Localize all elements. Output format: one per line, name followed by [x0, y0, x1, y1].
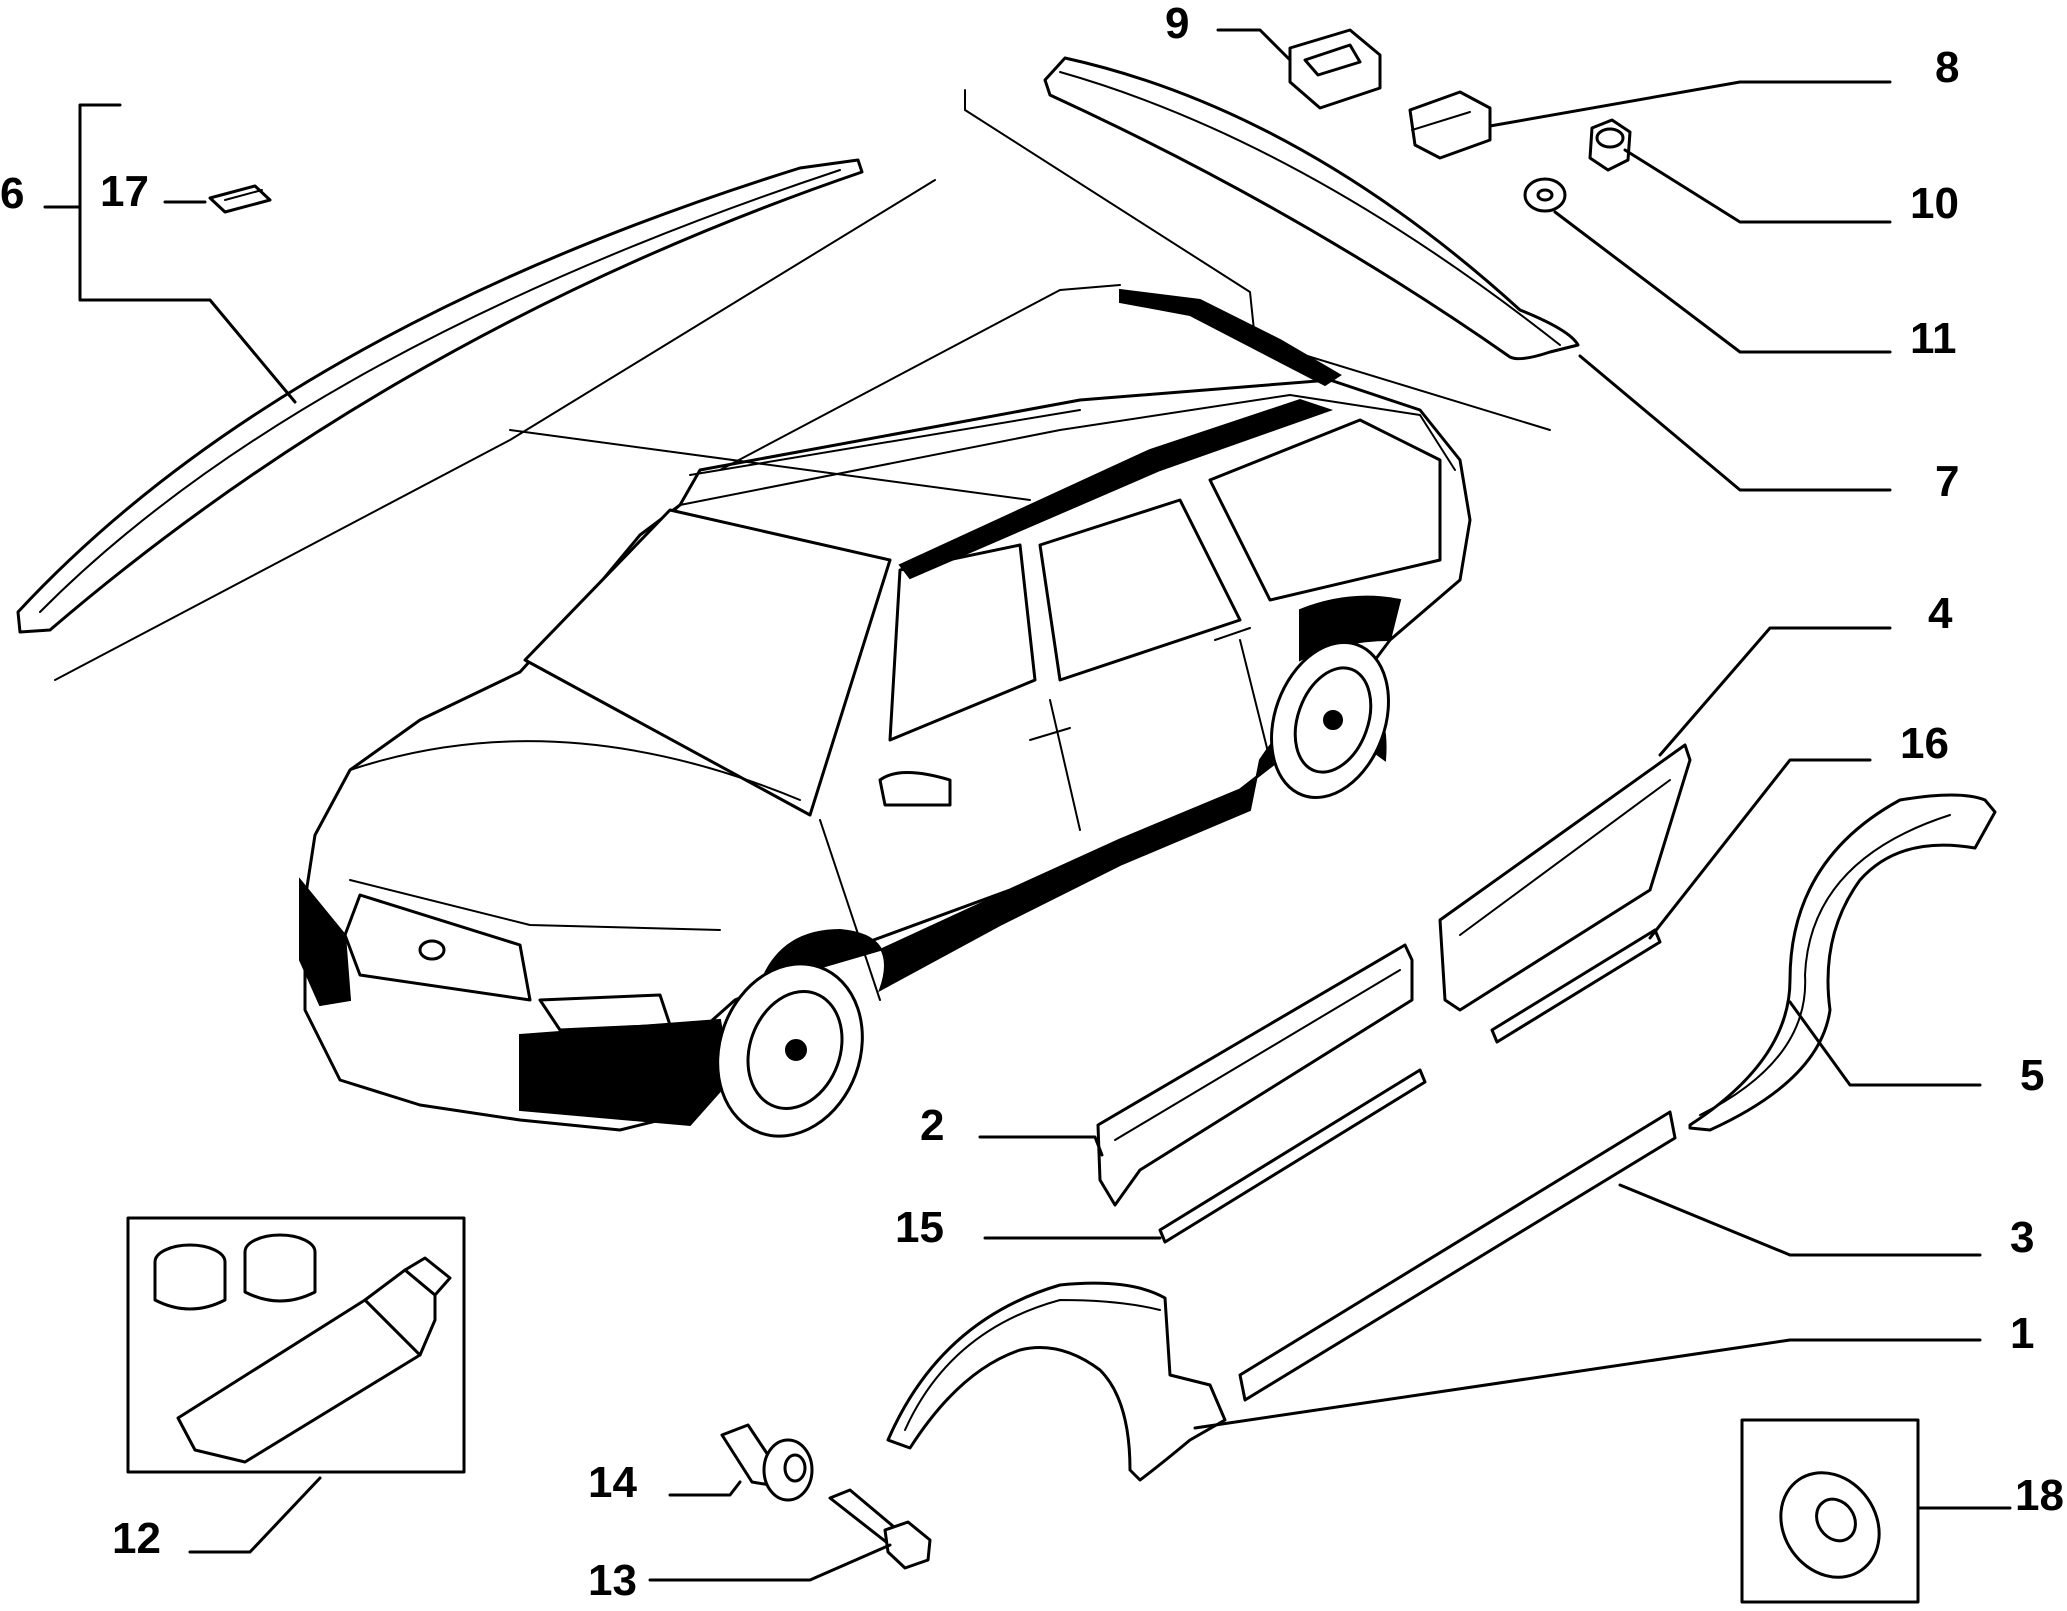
callout-3: 3 [2010, 1213, 2034, 1262]
part-push-clip-14 [720, 1423, 814, 1502]
callout-15: 15 [895, 1203, 944, 1252]
callout-14: 14 [588, 1458, 637, 1507]
part-kit-box [126, 1216, 466, 1474]
callout-7: 7 [1935, 457, 1959, 506]
callout-4: 4 [1928, 589, 1953, 638]
part-clip-8 [1408, 90, 1492, 160]
rear-wheel [1270, 641, 1390, 799]
callout-8: 8 [1935, 43, 1959, 92]
callout-13: 13 [588, 1556, 637, 1605]
callout-10: 10 [1910, 179, 1959, 228]
part-washer-box-18 [1740, 1418, 1920, 1604]
part-front-door-moulding [1096, 943, 1414, 1207]
part-rear-door-moulding [1438, 743, 1692, 1012]
part-roof-rail-left [16, 158, 1031, 681]
part-nut-10 [1588, 118, 1632, 172]
station-wagon-car [299, 284, 1472, 1138]
callout-16: 16 [1900, 719, 1949, 768]
callout-17: 17 [100, 167, 149, 216]
callout-11: 11 [1910, 314, 1957, 363]
leader-lines [43, 28, 2012, 1582]
part-clip-17 [208, 184, 272, 214]
part-rear-spoiler [964, 56, 1580, 431]
callout-18: 18 [2015, 1471, 2064, 1520]
front-wheel [716, 962, 864, 1138]
callout-2: 2 [920, 1101, 944, 1150]
part-rear-wheel-arch [1688, 793, 1997, 1132]
part-front-wheel-arch [886, 1281, 1227, 1482]
part-washer-11 [1523, 177, 1567, 213]
part-clip-9 [1288, 28, 1382, 110]
callout-12: 12 [112, 1514, 161, 1563]
callout-6: 6 [0, 169, 24, 218]
part-strip-16 [1490, 928, 1662, 1044]
part-strip-15 [1158, 1068, 1427, 1244]
part-screw-13 [828, 1488, 932, 1570]
callout-1: 1 [2010, 1309, 2034, 1358]
callout-9: 9 [1165, 0, 1189, 48]
part-sill-strip [1238, 1110, 1677, 1402]
callout-5: 5 [2020, 1051, 2044, 1100]
